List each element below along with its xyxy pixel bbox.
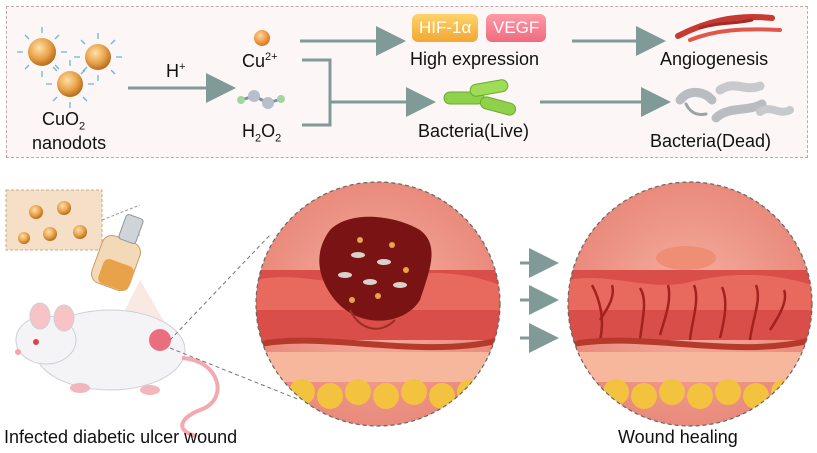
h2o2-molecule-icon bbox=[237, 90, 285, 109]
bacteria-live-label: Bacteria(Live) bbox=[418, 121, 530, 141]
bracket-arrow bbox=[302, 58, 420, 127]
h-plus-label: H+ bbox=[166, 61, 186, 81]
bacteria-dead-label: Bacteria(Dead) bbox=[650, 131, 772, 151]
bacteria-dead-icon bbox=[675, 81, 794, 123]
angiogenesis-label: Angiogenesis bbox=[660, 49, 769, 69]
cuo2-label: CuO2 bbox=[42, 109, 86, 133]
high-expression-label: High expression bbox=[410, 49, 540, 69]
copper-ion-icon bbox=[254, 30, 270, 46]
nanodot-inset bbox=[5, 189, 141, 251]
bacteria-live-icon bbox=[443, 79, 517, 116]
left-circle-outline bbox=[255, 181, 501, 427]
hif-1a-tag: HIF-1α bbox=[412, 14, 479, 42]
infected-wound-caption: Infected diabetic ulcer wound bbox=[4, 427, 238, 447]
transition-arrows bbox=[520, 248, 559, 353]
wound-healing-caption: Wound healing bbox=[618, 427, 738, 447]
nanodots-label: nanodots bbox=[32, 133, 107, 153]
cu2-label: Cu2+ bbox=[242, 51, 278, 71]
vegf-tag: VEGF bbox=[486, 14, 547, 42]
mouse-icon bbox=[15, 234, 301, 438]
blood-vessel-icon bbox=[675, 13, 782, 42]
infected-wound-section bbox=[256, 182, 500, 426]
h2o2-label: H2O2 bbox=[242, 121, 282, 145]
mechanism-panel bbox=[6, 6, 808, 158]
cuo2-nanodots-icon bbox=[17, 27, 122, 108]
right-circle-outline bbox=[567, 181, 813, 427]
healed-wound-section bbox=[568, 182, 812, 426]
